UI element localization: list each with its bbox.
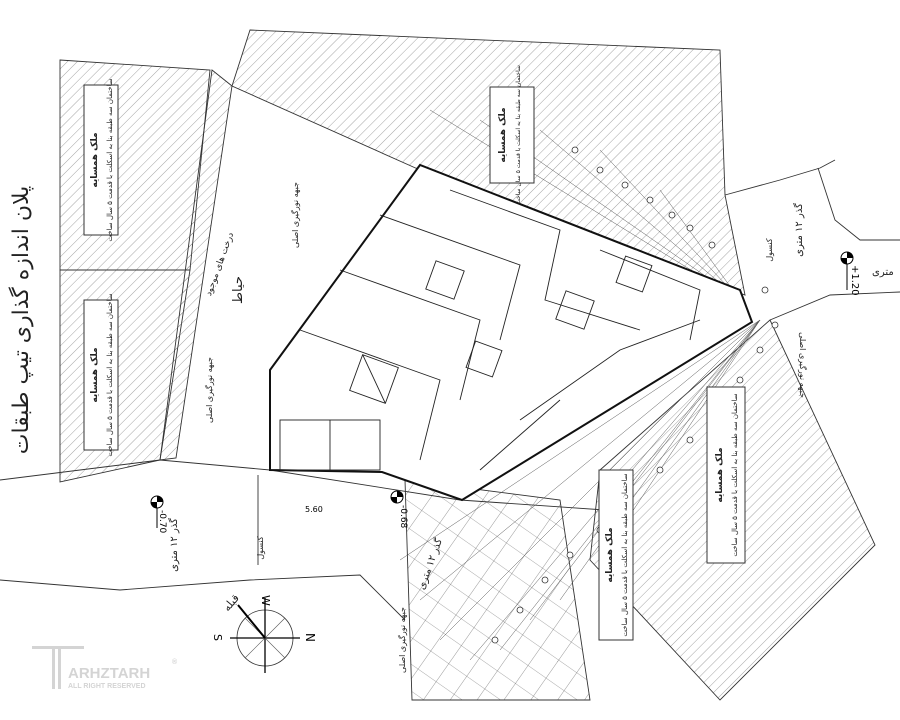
svg-text:®: ®: [172, 658, 178, 666]
main-light-label-left: جبهه نورگیری اصلی: [204, 357, 214, 423]
svg-text:ملک همسایه: ملک همسایه: [715, 447, 725, 502]
neighbor-label-2: ملک همسایه ساختمان سه طبقه بنا به اسکلت …: [83, 293, 119, 457]
north-arrow-compass: N S W قبله: [211, 592, 317, 673]
compass-w: W: [259, 595, 272, 606]
svg-text:ملک همسایه: ملک همسایه: [90, 132, 100, 187]
neighbor-strip-left: [159, 69, 233, 461]
elevation-marker-mid: -0.68: [390, 490, 408, 529]
cantilever-label-right: کنسول: [765, 238, 774, 261]
building-floor-plan: [269, 163, 754, 502]
elevation-marker-right: +1.20: [840, 251, 860, 296]
svg-text:ساختمان سه طبقه بنا به اسکلت ب: ساختمان سه طبقه بنا به اسکلت با قدمت ۵ س…: [106, 293, 114, 456]
svg-text:ساختمان سه طبقه بنا به اسکلت ب: ساختمان سه طبقه بنا به اسکلت با قدمت ۵ س…: [621, 473, 629, 636]
survey-points: [491, 146, 779, 644]
compass-s: S: [211, 634, 224, 641]
svg-text:ساختمان سه طبقه بنا به اسکلت ب: ساختمان سه طبقه بنا به اسکلت با قدمت ۵ س…: [731, 393, 739, 556]
elevation-left: -0.70: [157, 510, 167, 534]
main-light-label-right: جبهه نورگیری اصلی: [798, 332, 808, 398]
svg-text:ساختمان سه طبقه بنا به اسکلت ب: ساختمان سه طبقه بنا به اسکلت با قدمت ۵ س…: [106, 78, 114, 241]
street-right-edge2: [769, 291, 900, 321]
neighbor-label-3: ملک همسایه ساختمان سه طبقه بنا به اسکلت …: [489, 65, 535, 205]
neighbor-plot-left-top: [59, 59, 211, 271]
svg-text:ساختمان سه طبقه بنا به اسکلت ب: ساختمان سه طبقه بنا به اسکلت با قدمت ۵ س…: [515, 65, 522, 205]
svg-text:ARHZTARH: ARHZTARH: [68, 665, 150, 682]
drawing-title: پلان اندازه گذاری تیپ طبقات: [8, 186, 34, 454]
svg-text:ALL RIGHT RESERVED: ALL RIGHT RESERVED: [68, 683, 146, 690]
street-right-edge: [817, 167, 900, 241]
compass-n: N: [303, 633, 317, 642]
neighbor-label-5: ملک همسایه ساختمان سه طبقه بنا به اسکلت …: [598, 469, 634, 641]
svg-text:ملک همسایه: ملک همسایه: [605, 527, 615, 582]
street-label-bottom-left: گذر ۱۲ متری: [168, 518, 180, 572]
neighbor-plot-bottom-mid: [404, 479, 591, 701]
main-light-label-bottom: جبهه نورگیری اصلی: [397, 607, 407, 673]
elevation-marker-left: -0.70: [150, 495, 167, 534]
main-light-label-top: جبهه نورگیری اصلی: [290, 182, 300, 248]
svg-text:ملک همسایه: ملک همسایه: [498, 107, 508, 162]
neighbor-label-1: ملک همسایه ساختمان سه طبقه بنا به اسکلت …: [83, 78, 119, 242]
street-label-right: گذر ۱۲ متری: [793, 203, 805, 257]
cantilever-label-bottom: کنسول: [256, 536, 265, 559]
yard-label: حیاط: [231, 276, 246, 304]
qibla-label: قبله: [220, 592, 242, 614]
dimension-label: 5.60: [305, 505, 323, 514]
elevation-mid: -0.68: [398, 505, 408, 529]
street-right-line: [724, 159, 836, 196]
elevation-right: +1.20: [849, 265, 860, 296]
street-label-right-partial: متری: [872, 267, 894, 278]
street-bottom-line2: [0, 574, 406, 621]
svg-text:ملک همسایه: ملک همسایه: [90, 347, 100, 402]
watermark-logo: ARHZTARH ALL RIGHT RESERVED ®: [32, 646, 178, 690]
neighbor-label-4: ملک همسایه ساختمان سه طبقه بنا به اسکلت …: [706, 386, 746, 564]
